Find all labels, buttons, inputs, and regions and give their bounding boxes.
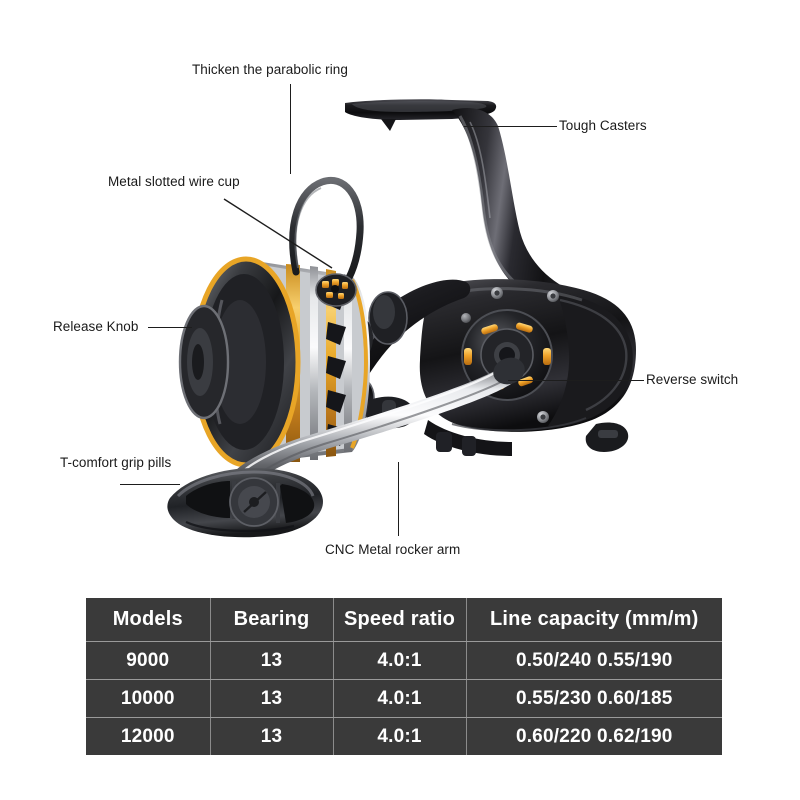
callout-cnc-metal-rocker-arm: CNC Metal rocker arm [325, 542, 461, 557]
cell-model: 10000 [86, 679, 211, 718]
table-row: 9000 13 4.0:1 0.50/240 0.55/190 [86, 641, 722, 680]
column-header-speed-ratio: Speed ratio [333, 598, 467, 642]
callout-t-comfort-grip-pills: T-comfort grip pills [60, 455, 172, 470]
leader-line-cnc-metal-rocker-arm [398, 462, 400, 536]
callout-reverse-switch: Reverse switch [646, 372, 739, 387]
table-header-row: Models Bearing Speed ratio Line capacity… [86, 598, 722, 642]
reel-illustration [167, 99, 636, 538]
cell-model: 12000 [86, 717, 211, 755]
cell-line-capacity: 0.50/240 0.55/190 [466, 641, 722, 680]
callout-thicken-parabolic-ring: Thicken the parabolic ring [192, 62, 348, 77]
cell-speed-ratio: 4.0:1 [333, 679, 467, 718]
cell-speed-ratio: 4.0:1 [333, 641, 467, 680]
cell-line-capacity: 0.55/230 0.60/185 [466, 679, 722, 718]
column-header-models: Models [86, 598, 211, 642]
specification-table: Models Bearing Speed ratio Line capacity… [86, 598, 722, 755]
grip-knob-group [167, 468, 323, 538]
handle-arm-group [234, 357, 525, 486]
cell-bearing: 13 [210, 641, 334, 680]
callout-metal-slotted-wire-cup: Metal slotted wire cup [108, 174, 240, 189]
reverse-switch-part [585, 422, 629, 452]
table-row: 12000 13 4.0:1 0.60/220 0.62/190 [86, 717, 722, 755]
reel-stem-group [452, 107, 600, 316]
body-screws [461, 287, 559, 423]
leader-line-t-comfort-grip-pills [120, 484, 180, 486]
cell-speed-ratio: 4.0:1 [333, 717, 467, 755]
leader-line-tough-casters [464, 126, 557, 128]
cell-bearing: 13 [210, 717, 334, 755]
leader-line-reverse-switch [508, 380, 644, 382]
cell-bearing: 13 [210, 679, 334, 718]
callout-release-knob: Release Knob [53, 319, 139, 334]
column-header-bearing: Bearing [210, 598, 334, 642]
body-underside [424, 420, 512, 456]
cell-line-capacity: 0.60/220 0.62/190 [466, 717, 722, 755]
release-knob-part [178, 304, 230, 420]
leader-line-thicken-parabolic-ring [290, 84, 292, 174]
column-header-line-capacity: Line capacity (mm/m) [466, 598, 722, 642]
line-roller-group [315, 273, 357, 307]
callout-tough-casters: Tough Casters [559, 118, 647, 133]
cell-model: 9000 [86, 641, 211, 680]
table-row: 10000 13 4.0:1 0.55/230 0.60/185 [86, 679, 722, 718]
product-diagram: Thicken the parabolic ring Metal slotted… [53, 62, 739, 557]
leader-line-release-knob [148, 327, 192, 329]
